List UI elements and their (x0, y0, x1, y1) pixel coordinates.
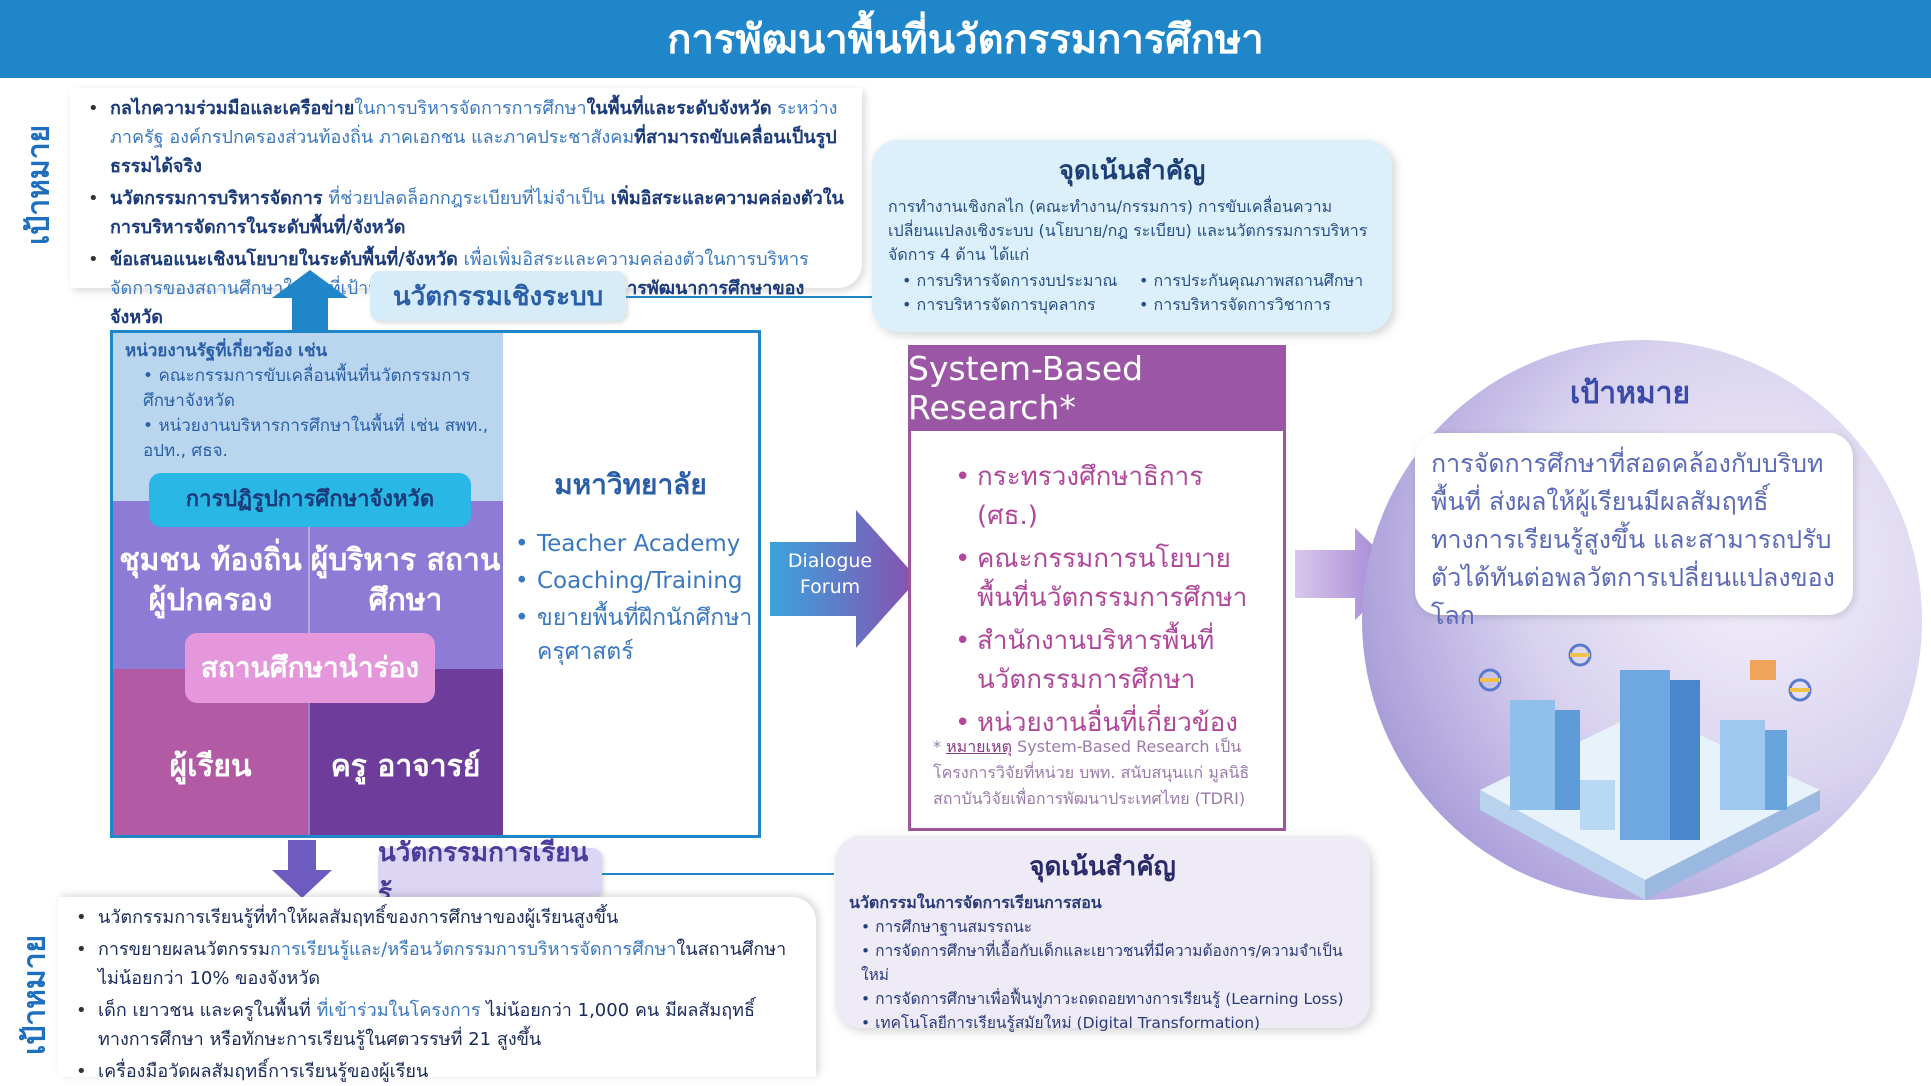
sbr-note: * หมายเหตุ System-Based Research เป็นโคร… (933, 737, 1250, 808)
connector-line (602, 873, 834, 875)
smart-city-illustration (1478, 643, 1820, 900)
focus-desc: นวัตกรรมในการจัดการเรียนการสอน (849, 893, 1102, 912)
stakeholder-square: หน่วยงานรัฐที่เกี่ยวข้อง เช่น • คณะกรรมก… (110, 330, 506, 838)
focus-title: จุดเน้นสำคัญ (1029, 852, 1176, 882)
up-arrow-icon (272, 270, 348, 330)
reform-pill: การปฏิรูปการศึกษาจังหวัด (149, 473, 471, 527)
agency-item: • หน่วยงานบริหารการศึกษาในพื้นที่ เช่น ส… (143, 416, 489, 461)
university-title: มหาวิทยาลัย (554, 468, 707, 501)
focus-item: • การบริหารจัดการงบประมาณ (902, 271, 1118, 290)
bottom-goals-box: นวัตกรรมการเรียนรู้ที่ทำให้ผลสัมฤทธิ์ของ… (58, 897, 816, 1086)
goal-text: การจัดการศึกษาที่สอดคล้องกับบริบทพื้นที่… (1431, 449, 1835, 630)
sbr-item: สำนักงานบริหารพื้นที่นวัตกรรมการศึกษา (947, 622, 1267, 700)
connector-line (626, 296, 874, 298)
agency-item: • คณะกรรมการขับเคลื่อนพื้นที่นวัตกรรมการ… (143, 366, 471, 411)
admin-label: ผู้บริหาร สถานศึกษา (310, 543, 501, 618)
top-goal-item: กลไกความร่วมมือและเครือข่ายในการบริหารจั… (84, 94, 850, 181)
dialogue-forum-label: Dialogue Forum (787, 550, 873, 598)
system-innovation-pill: นวัตกรรมเชิงระบบ (370, 271, 626, 321)
learning-innovation-pill: นวัตกรรมการเรียนรู้ (378, 838, 602, 909)
goal-label-bottom: เป้าหมาย (17, 934, 53, 1056)
focus-item: • การจัดการศึกษาที่เอื้อกับเด็กและเยาวชน… (861, 942, 1343, 984)
goal-label-top: เป้าหมาย (21, 124, 57, 246)
bottom-goal-item: การขยายผลนวัตกรรมการเรียนรู้และ/หรือนวัต… (72, 935, 804, 993)
focus-item: • การบริหารจัดการบุคลากร (902, 295, 1096, 314)
sbr-item: หน่วยงานอื่นที่เกี่ยวข้อง (947, 704, 1267, 743)
focus-desc: การทำงานเชิงกลไก (คณะทำงาน/กรรมการ) การข… (888, 197, 1368, 264)
focus-item: • การบริหารจัดการวิชาการ (1139, 295, 1331, 314)
focus-item: • การจัดการศึกษาเพื่อฟื้นฟูภาวะถดถอยทางก… (861, 990, 1344, 1008)
focus-box-bottom: จุดเน้นสำคัญ นวัตกรรมในการจัดการเรียนการ… (835, 836, 1370, 1032)
sbr-item: กระทรวงศึกษาธิการ (ศธ.) (947, 458, 1267, 536)
goal-box: การจัดการศึกษาที่สอดคล้องกับบริบทพื้นที่… (1415, 433, 1853, 630)
focus-item: • การประกันคุณภาพสถานศึกษา (1139, 271, 1364, 290)
pilot-school-pill: สถานศึกษานำร่อง (185, 633, 435, 703)
sbr-item: คณะกรรมการนโยบายพื้นที่นวัตกรรมการศึกษา (947, 540, 1267, 618)
top-goal-item: ข้อเสนอแนะเชิงนโยบายในระดับพื้นที่/จังหว… (84, 245, 850, 332)
top-goals-box: กลไกความร่วมมือและเครือข่ายในการบริหารจั… (70, 88, 862, 328)
top-goal-item: นวัตกรรมการบริหารจัดการ ที่ช่วยปลดล็อกกฎ… (84, 184, 850, 242)
focus-item: • การศึกษาฐานสมรรถนะ (861, 918, 1033, 936)
community-label: ชุมชน ท้องถิ่น ผู้ปกครอง (119, 543, 302, 618)
bottom-goal-item: เด็ก เยาวชน และครูในพื้นที่ ที่เข้าร่วมใ… (72, 996, 804, 1054)
focus-title: จุดเน้นสำคัญ (1058, 156, 1206, 186)
agencies-title: หน่วยงานรัฐที่เกี่ยวข้อง เช่น (125, 341, 328, 361)
university-item: ขยายพื้นที่ฝึกนักศึกษาครุศาสตร์ (511, 601, 754, 669)
bottom-goal-item: เครื่องมือวัดผลสัมฤทธิ์การเรียนรู้ของผู้… (72, 1057, 804, 1086)
sbr-title: System-Based Research* (908, 345, 1286, 431)
university-panel: มหาวิทยาลัย Teacher Academy Coaching/Tra… (503, 330, 761, 838)
page-title-bar: การพัฒนาพื้นที่นวัตกรรมการศึกษา (0, 0, 1931, 78)
dialogue-forum-arrow-icon (770, 510, 918, 648)
university-item: Coaching/Training (511, 564, 754, 598)
bottom-goal-item: นวัตกรรมการเรียนรู้ที่ทำให้ผลสัมฤทธิ์ของ… (72, 903, 804, 932)
sbr-note-label: หมายเหตุ (946, 737, 1012, 756)
university-item: Teacher Academy (511, 527, 754, 561)
goal-title: เป้าหมาย (1569, 376, 1691, 411)
page-title: การพัฒนาพื้นที่นวัตกรรมการศึกษา (667, 17, 1264, 63)
focus-box-top: จุดเน้นสำคัญ การทำงานเชิงกลไก (คณะทำงาน/… (872, 140, 1392, 332)
down-arrow-icon (272, 840, 332, 898)
focus-item: • เทคโนโลยีการเรียนรู้สมัยใหม่ (Digital … (861, 1014, 1261, 1032)
